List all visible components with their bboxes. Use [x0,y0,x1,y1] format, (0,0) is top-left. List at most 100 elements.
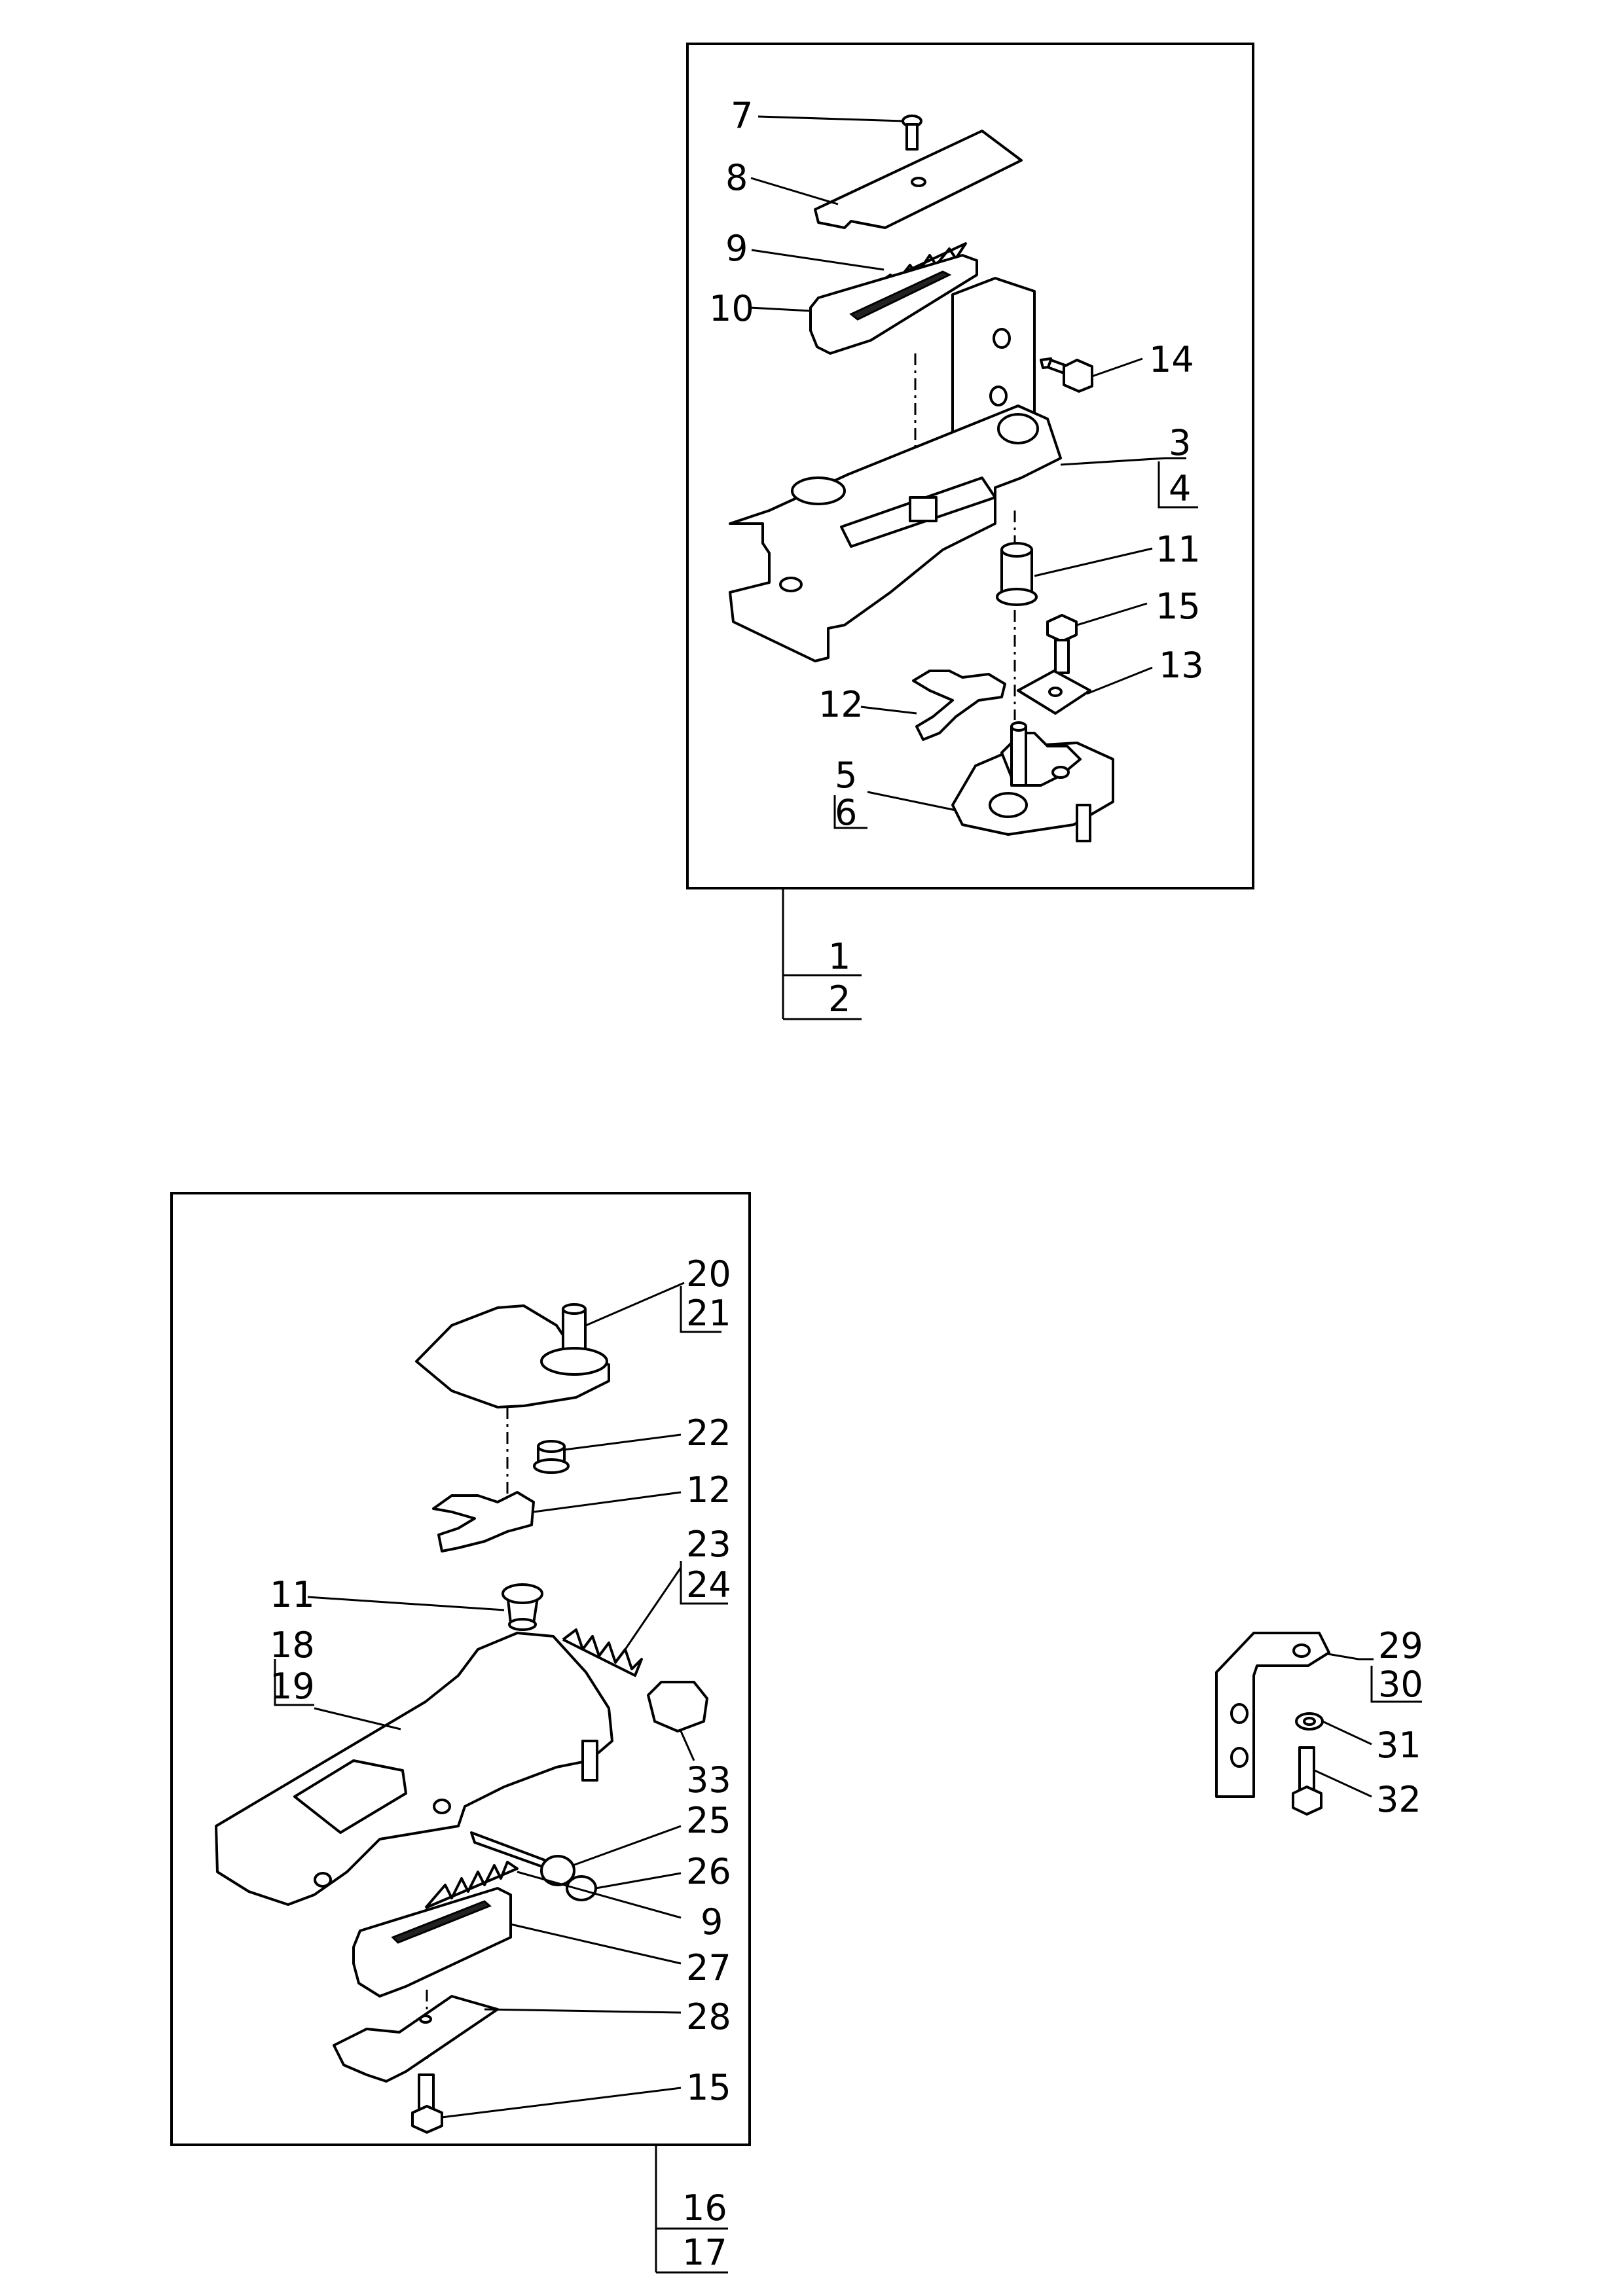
label-10: 10 [709,288,754,329]
leader-9-lower [517,1871,682,1919]
label-19: 19 [270,1666,315,1707]
plate-13-hole [1048,687,1063,697]
leader-23 [624,1567,682,1650]
label-assembly-16: 16 [682,2187,727,2229]
leader-22 [564,1433,682,1451]
leader-9 [751,249,884,271]
bolt-25 [470,1831,575,1886]
label-9: 9 [725,228,748,269]
label-4: 4 [1169,468,1191,509]
main-body-lower-hole-1 [433,1799,451,1814]
leader-15-lower [441,2087,682,2119]
main-body-boss [997,413,1039,444]
leader-12-lower [533,1491,682,1513]
label-15-upper: 15 [1156,586,1201,627]
label-27: 27 [686,1947,731,1988]
label-5: 5 [835,755,857,796]
label-25: 25 [686,1800,731,1841]
lower-assembly-bracket [655,2145,728,2274]
upper-assembly: 7 8 9 10 14 3 4 11 15 13 12 5 6 1 2 [686,43,1254,1020]
bracket-24 [680,1561,728,1605]
leader-20 [585,1282,685,1327]
main-body-lower-cutout [293,1759,407,1834]
label-18: 18 [270,1624,315,1666]
slide-block-27-slot [391,1900,492,1944]
main-body-block [909,496,938,522]
label-31: 31 [1376,1725,1421,1766]
bracket-assembly: 29 30 31 32 [1215,1625,1423,1820]
label-11-lower: 11 [270,1574,315,1615]
leader-25 [572,1825,682,1867]
upper-assembly-bracket [782,888,862,1020]
label-22: 22 [686,1412,731,1454]
upper-assembly-frame [686,43,1254,889]
leader-11-upper [1034,547,1153,577]
leader-7 [757,115,904,122]
leader-29 [1327,1653,1374,1660]
label-11-upper: 11 [1156,529,1201,570]
bushing-11-lower [501,1583,543,1631]
bracket-30 [1370,1666,1422,1703]
leader-5 [867,791,957,812]
screw-7 [902,115,922,151]
label-15-lower: 15 [686,2067,731,2108]
cover-plate-28-hole [419,2015,432,2024]
leader-18 [314,1707,401,1731]
label-12-lower: 12 [686,1469,731,1511]
label-6: 6 [835,792,857,833]
bushing-11 [996,542,1038,606]
label-33: 33 [686,1759,731,1801]
label-30: 30 [1378,1664,1423,1705]
leader-31 [1322,1720,1372,1746]
label-20: 20 [686,1253,731,1295]
leader-13 [1086,666,1153,695]
screw-15-lower [411,2073,443,2134]
base-disc-5-6 [951,721,1114,842]
leader-32 [1314,1769,1372,1798]
leader-3 [1060,457,1186,466]
label-8: 8 [725,157,748,198]
label-23: 23 [686,1524,731,1565]
label-21: 21 [686,1293,731,1334]
label-14: 14 [1149,339,1194,380]
latch-12-upper [912,670,1006,741]
label-28: 28 [686,1996,731,2037]
cover-plate-hole [911,177,926,187]
cover-plate-28 [333,1995,499,2083]
leader-27 [510,1923,682,1965]
hex-screw-14 [1040,357,1093,393]
main-body-slot [791,476,846,505]
bracket-4 [1158,461,1198,509]
bracket-hole-top [1292,1643,1311,1658]
label-12-upper: 12 [818,684,864,725]
leader-11-lower [307,1596,505,1611]
main-body-lower-hole-2 [314,1872,332,1888]
label-assembly-1: 1 [828,936,850,977]
cover-20-21 [415,1303,610,1408]
block-33 [647,1681,708,1732]
slide-block-27 [352,1887,512,1998]
leader-15-upper [1076,602,1148,626]
slide-block-slot [849,270,952,321]
label-assembly-17: 17 [682,2232,727,2273]
leader-28 [484,2008,682,2014]
leader-14 [1091,357,1143,378]
washer-31 [1295,1712,1324,1731]
label-26: 26 [686,1851,731,1892]
spring-9-lower [424,1861,519,1909]
nut-22 [533,1440,570,1474]
main-body-lower-pin [581,1740,598,1782]
bracket-hole-2 [1230,1747,1249,1768]
latch-12-lower [432,1491,535,1552]
leader-10 [749,306,811,312]
main-body-3-4 [729,404,1062,662]
lower-assembly-frame [170,1192,751,2146]
bracket-6 [833,795,867,829]
label-3: 3 [1169,422,1191,463]
lower-assembly: 20 21 22 12 23 24 11 18 19 33 25 26 9 27… [170,1192,751,2274]
bolt-32 [1292,1746,1322,1816]
leader-8 [750,177,839,206]
bracket-hole-1 [1230,1703,1249,1724]
leader-33 [680,1731,695,1761]
